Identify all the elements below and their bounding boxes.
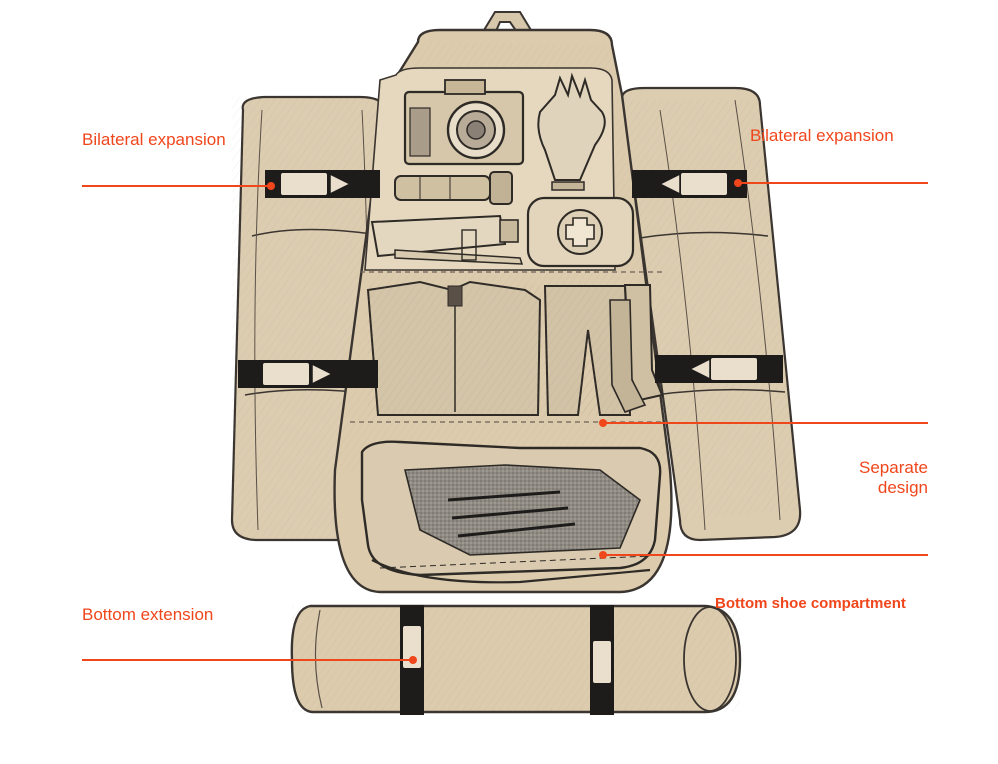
label-bilateral-expansion-left: Bilateral expansion bbox=[82, 130, 226, 149]
right-side-roll bbox=[620, 86, 802, 542]
callout-line-bilateral-left bbox=[82, 182, 275, 190]
camera-icon bbox=[403, 79, 525, 166]
label-bilateral-expansion-right: Bilateral expansion bbox=[750, 126, 894, 145]
strap-left-upper bbox=[265, 170, 380, 198]
first-aid-kit-icon bbox=[526, 196, 635, 268]
toothpaste-icon bbox=[370, 214, 519, 258]
strap-right-lower bbox=[655, 355, 783, 383]
pants-icon bbox=[543, 285, 632, 416]
label-bottom-extension: Bottom extension bbox=[82, 605, 214, 624]
toothbrush-icon bbox=[394, 229, 524, 265]
sock-icon bbox=[609, 284, 664, 413]
callout-line-bottom-ext bbox=[82, 656, 417, 664]
strap-left-lower bbox=[238, 360, 378, 388]
callout-line-shoe bbox=[599, 551, 928, 559]
flashlight-icon bbox=[394, 171, 513, 205]
strap-right-upper bbox=[632, 170, 747, 198]
label-bottom-shoe-compartment: Bottom shoe compartment bbox=[715, 595, 906, 612]
label-separate-design: Separate design bbox=[859, 458, 928, 497]
jacket-icon bbox=[366, 280, 542, 416]
strap-bottom-right bbox=[590, 605, 614, 715]
glove-icon bbox=[537, 72, 606, 191]
callout-line-separate bbox=[599, 419, 928, 427]
shoe-icon bbox=[360, 440, 662, 584]
callout-line-bilateral-right bbox=[734, 179, 928, 187]
